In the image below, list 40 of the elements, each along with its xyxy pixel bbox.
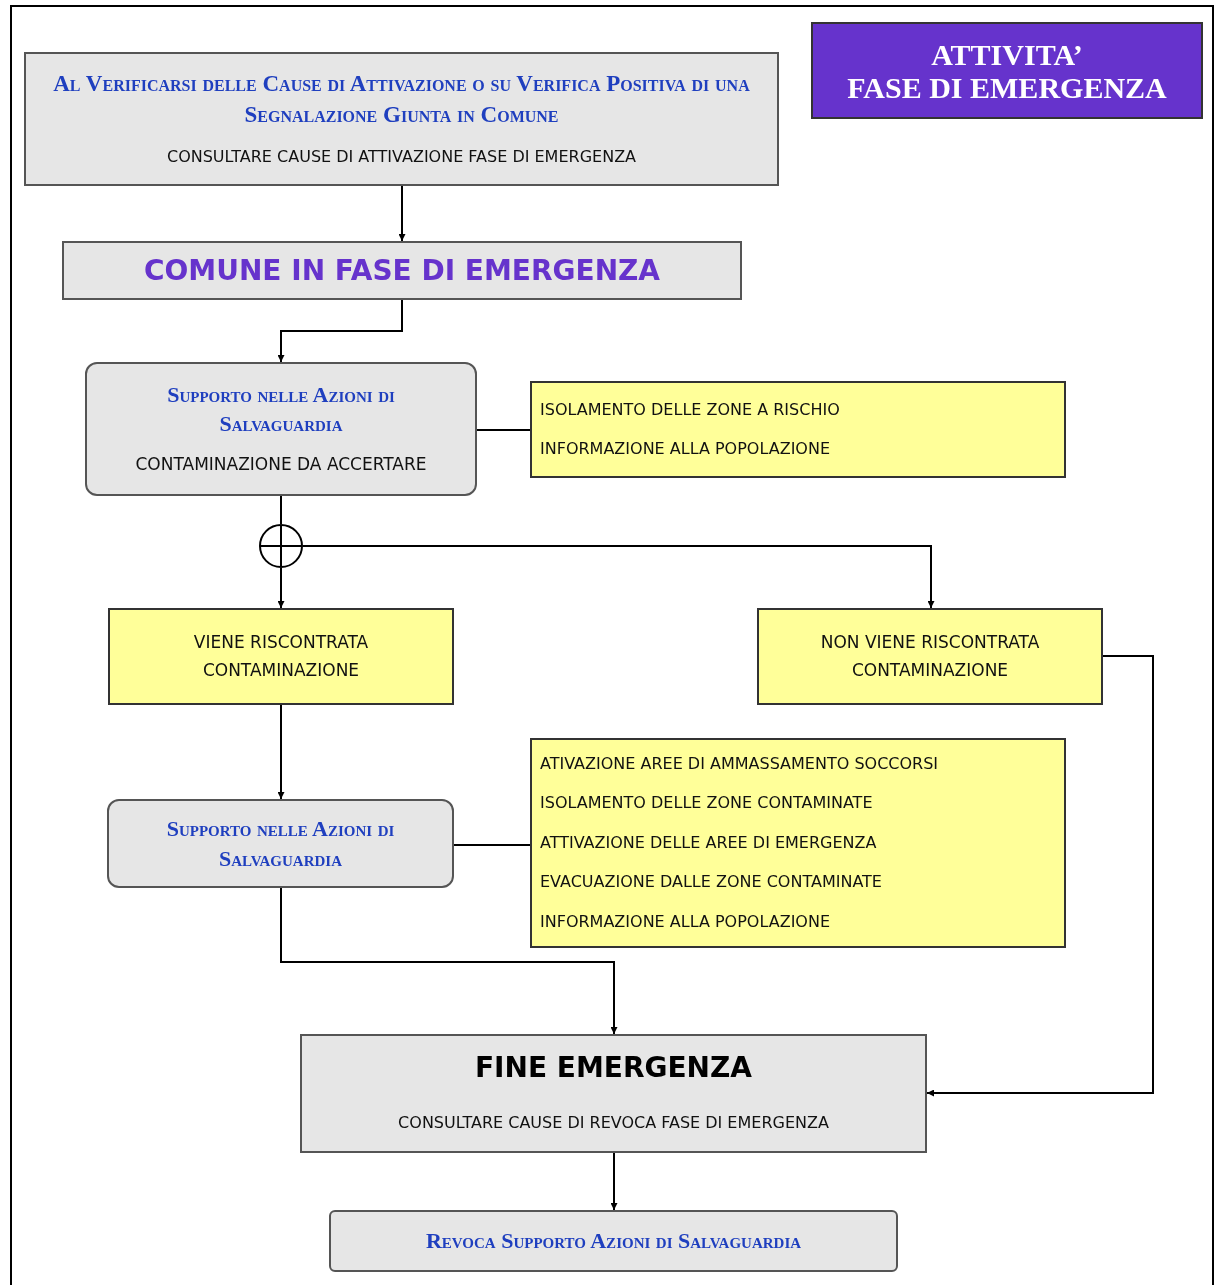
end-box bbox=[300, 1034, 927, 1153]
state-box bbox=[62, 241, 742, 300]
connector-arrow bbox=[277, 704, 285, 800]
action-heading: Revoca Supporto Azioni di Salvaguardia bbox=[424, 1227, 803, 1256]
connector-arrow bbox=[302, 545, 935, 609]
action-item: EVACUAZIONE DALLE ZONE CONTAMINATE bbox=[540, 871, 882, 894]
connector-arrow bbox=[280, 887, 618, 1035]
connector-arrow bbox=[277, 567, 285, 609]
connector-arrow bbox=[926, 655, 1154, 1097]
outcome-box bbox=[108, 608, 454, 705]
action-item: INFORMAZIONE ALLA POPOLAZIONE bbox=[540, 910, 831, 933]
action-heading: Supporto nelle Azioni di Salvaguardia bbox=[166, 380, 396, 439]
title-banner bbox=[811, 22, 1203, 119]
action-item: ISOLAMENTO DELLE ZONE CONTAMINATE bbox=[540, 792, 873, 815]
outcome-box bbox=[757, 608, 1103, 705]
trigger-heading: Al Verificarsi delle Cause di Attivazione o su Verifica Positiva di una Segnalazione Giunta in Comune bbox=[52, 70, 751, 130]
action-item: ATIVAZIONE AREE DI AMMASSAMENTO SOCCORSI bbox=[540, 753, 939, 775]
action-list-box bbox=[530, 738, 1066, 948]
outcome-text: NON VIENE RISCONTRATA CONTAMINAZIONE bbox=[819, 631, 1041, 682]
state-title: FINE EMERGENZA bbox=[474, 1051, 752, 1085]
action-list-box bbox=[530, 381, 1066, 478]
action-item: ATTIVAZIONE DELLE AREE DI EMERGENZA bbox=[540, 831, 877, 854]
trigger-box bbox=[24, 52, 779, 186]
banner-title: ATTIVITA’ bbox=[931, 37, 1083, 71]
action-box bbox=[329, 1210, 898, 1272]
action-item: ISOLAMENTO DELLE ZONE A RISCHIO bbox=[540, 398, 840, 421]
note-text: CONSULTARE CAUSE DI ATTIVAZIONE FASE DI EMERGENZA bbox=[165, 146, 638, 169]
connector-arrow bbox=[277, 299, 403, 363]
action-box bbox=[107, 799, 454, 888]
action-box bbox=[85, 362, 477, 496]
junction-circle bbox=[259, 524, 303, 568]
action-item: INFORMAZIONE ALLA POPOLAZIONE bbox=[540, 438, 831, 460]
connector-arrow bbox=[610, 1152, 618, 1211]
outcome-text: VIENE RISCONTRATA CONTAMINAZIONE bbox=[192, 631, 370, 682]
note-text: CONSULTARE CAUSE DI REVOCA FASE DI EMERGENZA bbox=[397, 1112, 830, 1135]
banner-title: FASE DI EMERGENZA bbox=[847, 70, 1167, 104]
state-title: COMUNE IN FASE DI EMERGENZA bbox=[143, 254, 661, 287]
connector-arrow bbox=[398, 185, 406, 242]
note-text: CONTAMINAZIONE DA ACCERTARE bbox=[134, 453, 428, 477]
action-heading: Supporto nelle Azioni di Salvaguardia bbox=[165, 814, 396, 873]
